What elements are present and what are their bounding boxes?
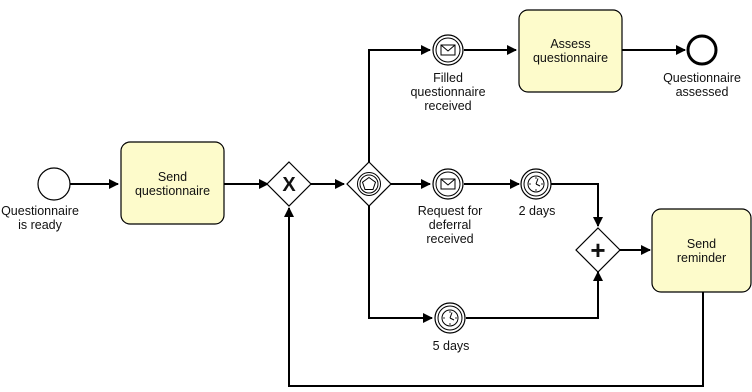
task-send-reminder[interactable]: Send reminder [651,208,752,293]
exclusive-gateway[interactable]: X [266,161,312,207]
task-assess-questionnaire-label-2: questionnaire [533,51,608,65]
task-assess-questionnaire[interactable]: Assess questionnaire [518,9,623,93]
clock-icon [441,309,459,327]
deferral-received-label-1: Request for [418,204,483,218]
exclusive-gateway-symbol: X [282,174,296,196]
flow-eventgw-to-filled[interactable] [368,45,431,162]
end-event-label-1: Questionnaire [663,71,741,85]
envelope-icon [440,178,456,190]
envelope-icon [440,44,456,56]
pentagon-icon [361,176,377,190]
flow-timer2-to-and[interactable] [551,183,603,227]
task-send-reminder-label-1: Send [687,237,716,251]
message-event-filled-received[interactable] [432,34,464,66]
filled-received-label-3: received [424,99,471,113]
task-send-reminder-label-2: reminder [677,251,726,265]
timer-5-days-label: 5 days [433,339,470,353]
deferral-received-label-3: received [426,232,473,246]
end-event[interactable] [686,34,718,66]
flow-eventgw-to-timer5[interactable] [368,206,433,323]
end-event-label-2: assessed [676,85,729,99]
start-event-label-1: Questionnaire [1,204,79,218]
start-event[interactable] [37,167,71,201]
start-event-label-2: is ready [18,218,63,232]
timer-event-5-days[interactable] [434,302,466,334]
clock-icon [527,175,545,193]
parallel-gateway-symbol: + [590,235,605,265]
filled-received-label-2: questionnaire [410,85,485,99]
message-event-deferral-received[interactable] [432,168,464,200]
deferral-received-label-2: deferral [429,218,471,232]
task-send-questionnaire[interactable]: Send questionnaire [120,141,225,225]
sequence-flows [70,45,704,387]
event-based-gateway[interactable] [346,161,392,207]
task-assess-questionnaire-label-1: Assess [550,37,590,51]
parallel-gateway[interactable]: + [575,227,621,273]
timer-event-2-days[interactable] [520,168,552,200]
flow-reminder-to-xor[interactable] [284,207,704,387]
filled-received-label-1: Filled [433,71,463,85]
task-send-questionnaire-label-2: questionnaire [135,184,210,198]
task-send-questionnaire-label-1: Send [158,170,187,184]
timer-2-days-label: 2 days [519,204,556,218]
flow-timer5-to-and[interactable] [466,271,603,319]
